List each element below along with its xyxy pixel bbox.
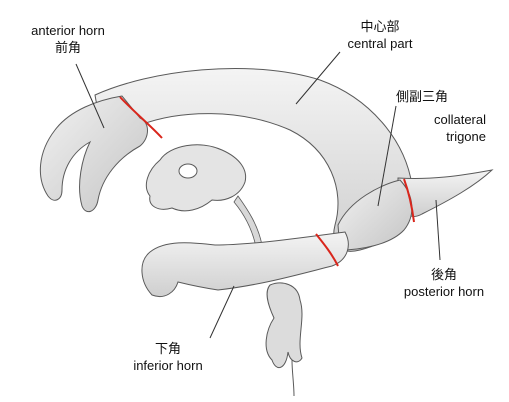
leader-anterior-horn	[75, 63, 105, 129]
inferior-horn-shape	[141, 231, 349, 297]
label-posterior-horn-en: posterior horn	[403, 284, 485, 299]
label-collateral-trigone-en2: trigone	[446, 129, 486, 144]
central-part-shape	[94, 67, 415, 252]
leader-central-part	[295, 51, 341, 105]
label-collateral-trigone: 側副三角 collateral trigone	[380, 88, 486, 145]
interthalamic-opening	[178, 163, 198, 179]
posterior-boundary-line	[403, 178, 415, 223]
lower-appendage-shape	[265, 282, 303, 368]
leader-posterior-horn	[435, 199, 441, 261]
label-posterior-horn: 後角 posterior horn	[392, 266, 496, 300]
anterior-boundary-line	[119, 96, 163, 139]
label-anterior-horn: anterior horn 前角	[20, 22, 116, 56]
appendage-thread	[291, 359, 295, 397]
label-collateral-trigone-ja: 側副三角	[396, 89, 449, 104]
label-central-part-en: central part	[347, 36, 413, 51]
label-inferior-horn-ja: 下角	[154, 341, 181, 356]
third-ventricle-shape	[145, 144, 247, 212]
leader-collateral-trigone	[377, 105, 397, 207]
inferior-boundary-line	[315, 233, 339, 267]
label-posterior-horn-ja: 後角	[430, 267, 457, 282]
leader-inferior-horn	[209, 285, 235, 339]
label-anterior-horn-en: anterior horn	[31, 23, 105, 38]
label-central-part-ja: 中心部	[360, 19, 400, 34]
label-inferior-horn: 下角 inferior horn	[120, 340, 216, 374]
label-collateral-trigone-en1: collateral	[433, 112, 486, 127]
anterior-horn-shape	[39, 95, 148, 213]
stalk-shape	[233, 195, 263, 248]
label-central-part: 中心部 central part	[330, 18, 430, 52]
label-inferior-horn-en: inferior horn	[133, 358, 203, 373]
label-anterior-horn-ja: 前角	[54, 40, 81, 55]
